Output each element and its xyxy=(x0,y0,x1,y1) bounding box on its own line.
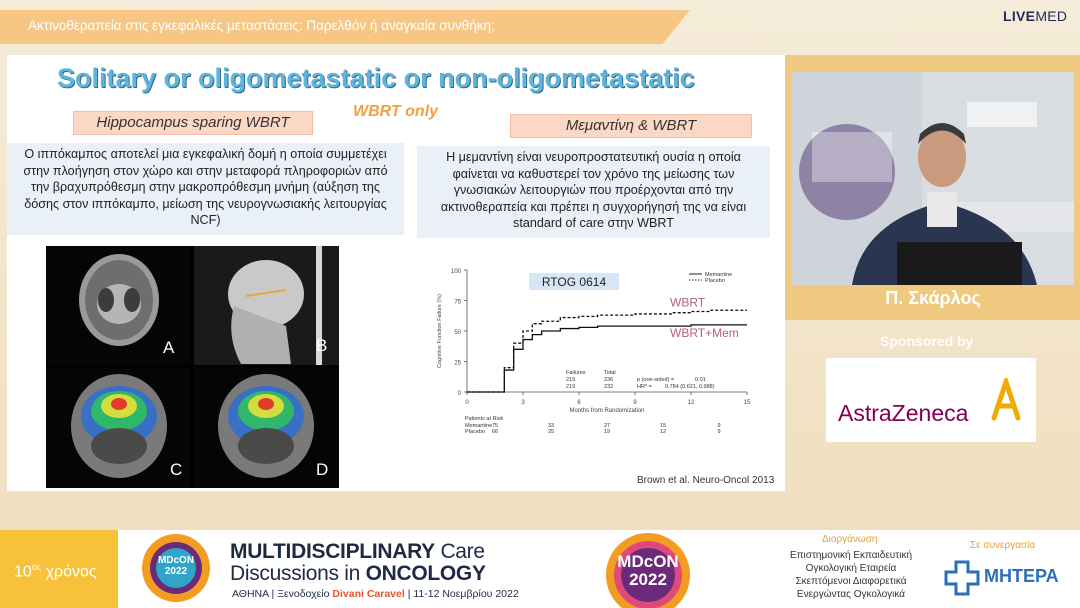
banner-line-1: MULTIDISCIPLINARY Care xyxy=(230,540,485,563)
at-risk-value: 12 xyxy=(660,429,666,435)
slide-title: Solitary or oligometastatic or non-oligo… xyxy=(57,63,695,93)
title-bar xyxy=(0,10,690,44)
at-risk-value: 66 xyxy=(492,429,498,435)
y-tick-label: 100 xyxy=(451,269,462,275)
speaker-name: Π. Σκάρλος xyxy=(885,288,981,308)
memantine-text: Η μεμαντίνη είναι νευροπροστατευτική ουσ… xyxy=(417,146,770,238)
x-tick-label: 9 xyxy=(633,400,637,406)
wbrt-only-label: WBRT only xyxy=(353,103,439,120)
astrazeneca-text: AstraZeneca xyxy=(838,400,969,426)
citation: Brown et al. Neuro-Oncol 2013 xyxy=(637,475,775,486)
anniversary-text: 10ος χρόνος xyxy=(14,562,97,581)
at-risk-value: 15 xyxy=(660,423,666,429)
banner-line-2: Discussions in ONCOLOGY xyxy=(230,562,486,585)
stat-total-label: Total xyxy=(604,370,616,376)
banner-location: ΑΘΗΝΑ | Ξενοδοχείο Divani Caravel | 11-1… xyxy=(232,588,519,600)
mri-scans xyxy=(46,246,339,488)
mdcon-logo-icon xyxy=(142,534,210,602)
organizer-lines: Επιστημονική Εκπαιδευτική Ογκολογική Ετα… xyxy=(789,550,913,600)
mdcon-large-logo-icon xyxy=(606,533,690,608)
mitera-cross-icon xyxy=(944,560,980,596)
mri-label-a: A xyxy=(163,338,175,357)
mri-label-b: B xyxy=(316,336,328,355)
at-risk-value: 33 xyxy=(548,423,554,429)
mri-label-c: C xyxy=(170,460,183,479)
stat-failures-label: Failures xyxy=(566,370,586,376)
y-tick-label: 25 xyxy=(454,361,461,367)
legend-memantine: Memantine xyxy=(705,272,732,278)
collaboration-heading: Σε συνεργασία xyxy=(970,540,1036,551)
series-line-1 xyxy=(467,324,747,393)
at-risk-value: 19 xyxy=(604,429,610,435)
memantine-pill: Μεμαντίνη & WBRT xyxy=(510,114,752,138)
stat-p-label: p (one-sided) = xyxy=(637,377,674,383)
speaker-scene xyxy=(792,72,1074,285)
at-risk-value: 9 xyxy=(717,429,720,435)
at-risk-row-label: Placebo xyxy=(465,429,485,435)
x-axis-label: Months from Randomization xyxy=(569,408,644,414)
y-tick-label: 50 xyxy=(454,330,461,336)
stat-row2-total: 232 xyxy=(604,384,613,390)
series-label-wbrt-mem: WBRT+Mem xyxy=(670,326,739,340)
at-risk-value: 27 xyxy=(604,423,610,429)
y-tick-label: 75 xyxy=(454,300,461,306)
anniversary-tab xyxy=(0,530,118,608)
x-tick-label: 12 xyxy=(688,400,695,406)
stat-row1-total: 236 xyxy=(604,377,613,383)
mri-label-d: D xyxy=(316,460,329,479)
y-tick-label: 0 xyxy=(458,391,462,397)
x-tick-label: 0 xyxy=(465,400,469,406)
chart-title: RTOG 0614 xyxy=(542,275,607,289)
mri-image-panel: A B C D xyxy=(46,246,339,488)
speaker-video xyxy=(792,72,1074,285)
stat-hr-value: 0.784 (0.621, 0.988) xyxy=(665,384,715,390)
sponsored-label: Sponsored by xyxy=(880,333,974,349)
stat-p-value: 0.01 xyxy=(695,377,706,383)
series-label-wbrt: WBRT xyxy=(670,296,706,310)
x-tick-label: 15 xyxy=(744,400,751,406)
at-risk-value: 9 xyxy=(717,423,720,429)
stat-row1-failures: 219 xyxy=(566,377,575,383)
stat-hr-label: HR* = xyxy=(637,384,652,390)
livemed-logo: LIVEMED xyxy=(1003,8,1068,24)
legend-placebo: Placebo xyxy=(705,278,725,284)
x-tick-label: 6 xyxy=(577,400,581,406)
hippocampus-text: Ο ιππόκαμπος αποτελεί μια εγκεφαλική δομ… xyxy=(7,143,404,235)
sponsor-logo: AstraZeneca xyxy=(826,358,1036,442)
chart-title-box xyxy=(529,273,619,290)
session-title: Ακτινοθεραπεία στις εγκεφαλικές μεταστάσ… xyxy=(28,18,495,33)
y-axis-label: Cognitive Function Failure (%) xyxy=(437,294,443,368)
hippocampus-pill: Hippocampus sparing WBRT xyxy=(73,111,313,135)
at-risk-row-label: Memantine xyxy=(465,423,492,429)
x-tick-label: 3 xyxy=(521,400,525,406)
astrazeneca-symbol-icon xyxy=(991,378,1021,421)
at-risk-header: Patients at Risk xyxy=(465,416,503,422)
at-risk-value: 75 xyxy=(492,423,498,429)
presentation-slide: Solitary or oligometastatic or non-oligo… xyxy=(7,55,785,491)
organizer-heading: Διοργάνωση xyxy=(822,534,878,545)
at-risk-value: 25 xyxy=(548,429,554,435)
stat-row2-failures: 219 xyxy=(566,384,575,390)
